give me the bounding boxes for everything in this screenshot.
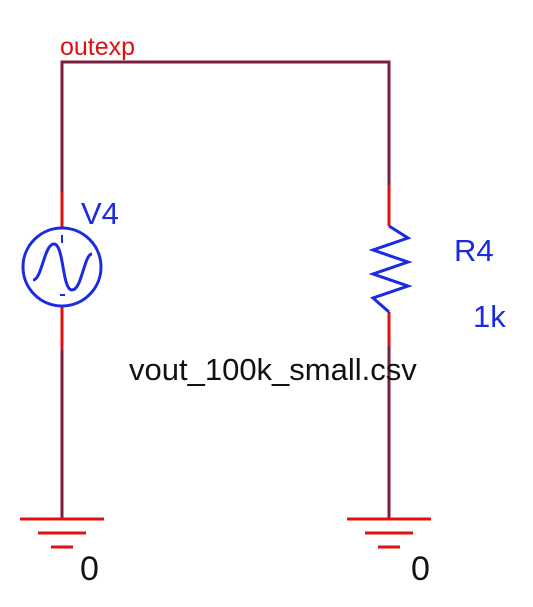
ground-left-label[interactable]: 0 bbox=[80, 550, 99, 588]
wires bbox=[60, 60, 391, 518]
pins bbox=[60, 185, 391, 350]
resistor-r4[interactable] bbox=[368, 224, 413, 314]
net-label-outexp[interactable]: outexp bbox=[60, 33, 135, 61]
ground-right[interactable] bbox=[347, 517, 431, 549]
source-circle bbox=[21, 226, 103, 308]
sine-wave-icon bbox=[32, 242, 93, 292]
stimulus-file-label[interactable]: vout_100k_small.csv bbox=[129, 352, 417, 387]
source-ref-label[interactable]: V4 bbox=[81, 196, 119, 231]
ground-left[interactable] bbox=[20, 517, 104, 549]
ground-right-label[interactable]: 0 bbox=[411, 550, 430, 588]
resistor-ref-label[interactable]: R4 bbox=[454, 233, 494, 268]
voltage-source-v4[interactable] bbox=[21, 226, 103, 308]
resistor-value-label[interactable]: 1k bbox=[473, 299, 506, 334]
top-wire[interactable] bbox=[60, 60, 391, 192]
